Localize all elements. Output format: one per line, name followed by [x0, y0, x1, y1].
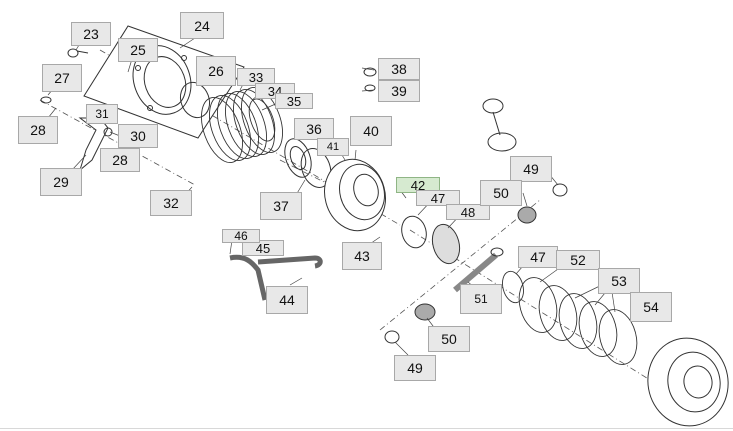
callout-40[interactable]: 40 [350, 116, 392, 146]
callout-25[interactable]: 25 [118, 38, 158, 62]
callout-47-lower[interactable]: 47 [518, 246, 558, 268]
callout-41[interactable]: 41 [317, 138, 349, 156]
callout-54[interactable]: 54 [630, 292, 672, 322]
bearing-part [284, 138, 312, 178]
washer-part [401, 215, 427, 249]
tube-part [229, 254, 323, 301]
callout-30[interactable]: 30 [118, 124, 158, 148]
callout-36[interactable]: 36 [294, 118, 334, 140]
callout-31[interactable]: 31 [86, 104, 118, 124]
callout-46[interactable]: 46 [222, 229, 260, 243]
callout-53[interactable]: 53 [598, 268, 640, 294]
cap-part [363, 67, 377, 92]
snap-ring-part [300, 148, 332, 188]
callout-28-right[interactable]: 28 [100, 148, 140, 172]
callout-49-upper[interactable]: 49 [510, 156, 552, 182]
callout-26[interactable]: 26 [196, 56, 236, 86]
callout-47-upper[interactable]: 47 [416, 190, 460, 206]
callout-45[interactable]: 45 [242, 240, 284, 256]
callout-37[interactable]: 37 [260, 192, 302, 220]
callout-51[interactable]: 51 [460, 284, 502, 314]
callout-39[interactable]: 39 [378, 80, 420, 102]
callout-27[interactable]: 27 [42, 64, 82, 92]
callout-24[interactable]: 24 [180, 12, 224, 39]
disc-pack-part [502, 270, 638, 365]
callout-48[interactable]: 48 [446, 204, 490, 220]
bottom-divider [0, 428, 733, 429]
thrust-washer-part [384, 330, 400, 344]
callout-50-upper[interactable]: 50 [480, 180, 522, 206]
gear-part [431, 223, 461, 265]
callout-35[interactable]: 35 [275, 93, 313, 109]
housing-part [647, 337, 729, 427]
upper-thrust-washer-part [552, 183, 568, 197]
upper-spacer-part [517, 206, 537, 224]
spacer-part [414, 303, 436, 321]
callout-32[interactable]: 32 [150, 190, 192, 216]
callout-50-lower[interactable]: 50 [428, 326, 470, 352]
clutch-pack-part [201, 87, 283, 163]
plug-part [67, 48, 89, 58]
callout-38[interactable]: 38 [378, 58, 420, 80]
callout-49-lower[interactable]: 49 [394, 355, 436, 381]
hub-part [482, 98, 517, 152]
callout-29[interactable]: 29 [40, 168, 82, 196]
callout-28-left[interactable]: 28 [18, 116, 58, 144]
callout-52[interactable]: 52 [556, 250, 600, 270]
callout-23[interactable]: 23 [71, 22, 111, 46]
callout-42-highlighted[interactable]: 42 [396, 177, 440, 193]
callout-44[interactable]: 44 [266, 286, 308, 314]
callout-43[interactable]: 43 [342, 242, 382, 270]
carrier-part [324, 158, 386, 232]
